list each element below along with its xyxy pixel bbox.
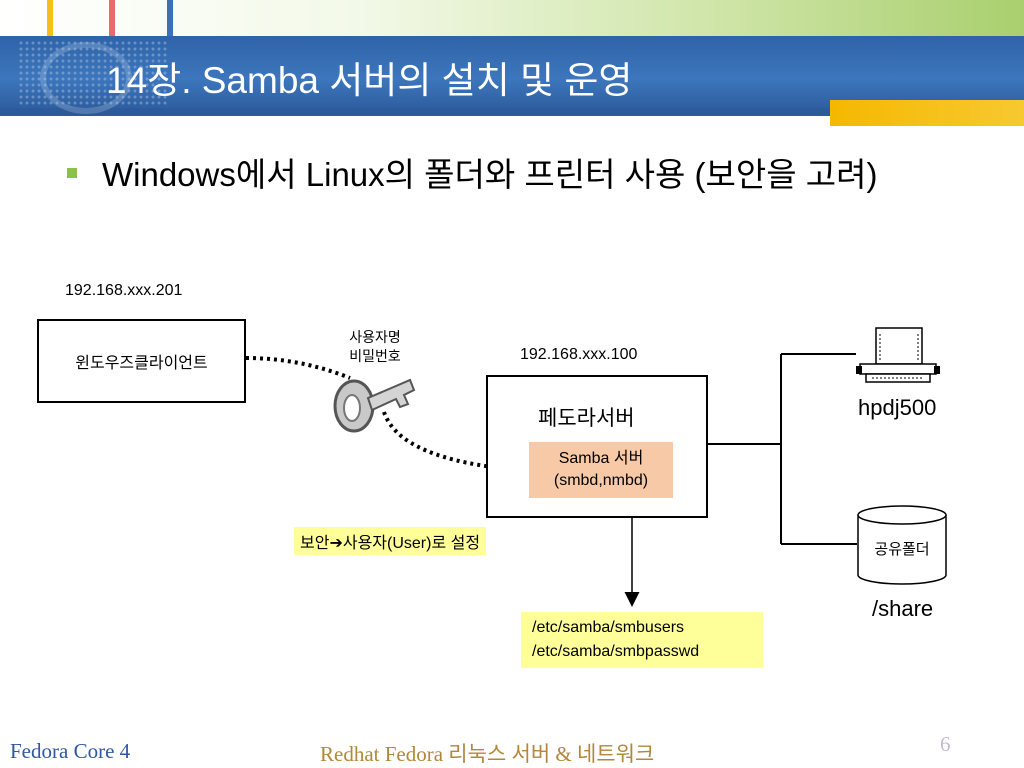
slide-title: 14장. Samba 서버의 설치 및 운영: [106, 60, 633, 101]
shared-folder-label: 공유폴더: [874, 541, 930, 558]
printer-icon: [856, 327, 940, 383]
footer-center: Redhat Fedora 리눅스 서버 & 네트워크: [320, 742, 655, 766]
samba-server-box: Samba 서버 (smbd,nmbd): [529, 442, 673, 498]
shared-folder-cylinder-icon: [857, 505, 947, 585]
credentials-password: 비밀번호: [349, 348, 401, 364]
header-tick-red: [109, 0, 115, 36]
config-files-box: /etc/samba/smbusers /etc/samba/smbpasswd: [521, 612, 763, 668]
credentials-label: 사용자명 비밀번호: [330, 328, 420, 366]
share-path-label: /share: [872, 596, 934, 621]
page-number: 6: [940, 732, 951, 756]
windows-client-box: 윈도우즈클라이언트: [37, 319, 246, 403]
header-logo-ring: [40, 42, 132, 114]
bullet-marker: [67, 168, 77, 178]
credentials-username: 사용자명: [349, 329, 401, 345]
samba-server-name: Samba 서버: [558, 450, 644, 467]
header-tick-yellow: [47, 0, 53, 36]
footer-left: Fedora Core 4: [10, 739, 131, 763]
server-label: 페도라서버: [538, 407, 635, 430]
header-tick-blue: [167, 0, 173, 36]
bullet-text: Windows에서 Linux의 폴더와 프린터 사용 (보안을 고려): [102, 156, 878, 193]
server-ip-label: 192.168.xxx.100: [520, 346, 638, 363]
security-note: 보안➔사용자(User)로 설정: [294, 527, 487, 555]
header-accent-bar: [830, 100, 1024, 126]
key-icon: [333, 378, 416, 433]
header-bar-bottom: [0, 108, 830, 116]
config-file-smbpasswd: /etc/samba/smbpasswd: [532, 643, 700, 660]
samba-daemons: (smbd,nmbd): [553, 472, 649, 489]
client-ip-label: 192.168.xxx.201: [65, 282, 183, 299]
printer-label: hpdj500: [858, 395, 937, 420]
config-file-smbusers: /etc/samba/smbusers: [532, 619, 685, 636]
